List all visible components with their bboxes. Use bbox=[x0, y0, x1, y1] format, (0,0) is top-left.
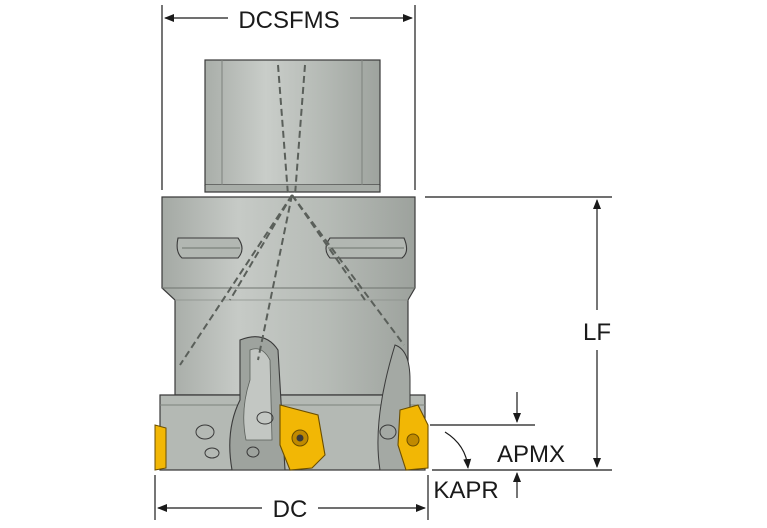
angle-kapr bbox=[444, 431, 472, 469]
coolant-channels bbox=[179, 64, 405, 366]
cutting-insert-icon bbox=[279, 404, 326, 471]
label-apmx: APMX bbox=[497, 441, 565, 468]
dimension-lf bbox=[425, 196, 612, 471]
key-slot-left bbox=[176, 237, 243, 259]
key-slot-right bbox=[325, 237, 408, 259]
cutter-shank bbox=[204, 59, 381, 193]
cutting-insert-icon bbox=[154, 424, 167, 471]
label-dcsfms: DCSFMS bbox=[238, 7, 339, 34]
cutter-body bbox=[161, 196, 416, 396]
dimension-apmx bbox=[430, 392, 535, 498]
label-kapr: KAPR bbox=[433, 477, 498, 504]
dimension-dc bbox=[154, 475, 429, 520]
label-lf: LF bbox=[583, 319, 611, 346]
dimension-dcsfms bbox=[161, 5, 416, 190]
label-dc: DC bbox=[273, 496, 308, 523]
cutting-insert-icon bbox=[397, 404, 429, 471]
